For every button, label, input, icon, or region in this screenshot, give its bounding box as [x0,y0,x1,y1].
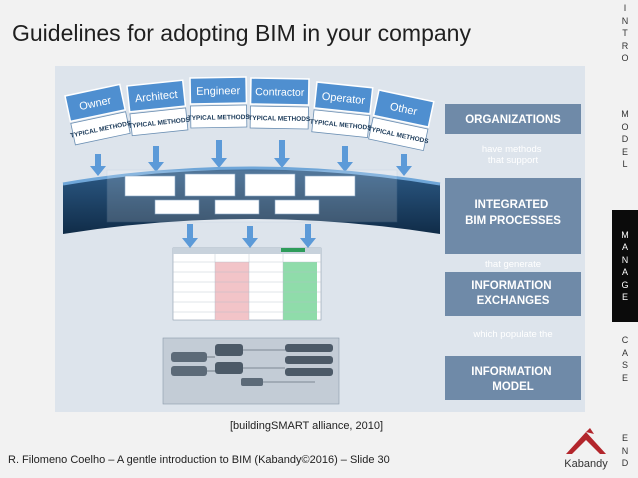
stakeholder-owner: Owner TYPICAL METHODS [64,83,133,146]
exchanges-box [445,272,581,316]
nav-letter: A [621,267,628,277]
typical-methods-label: TYPICAL METHODS [188,114,251,122]
connector-which-populate: which populate the [472,329,552,340]
nav-letter: T [622,28,628,38]
stakeholder-architect: Architect TYPICAL METHODS [126,79,191,137]
slide-footer: R. Filomeno Coelho – A gentle introducti… [8,454,390,466]
right-column: ORGANIZATIONS have methods that support … [445,104,581,400]
nav-letter: E [621,372,628,383]
figure-caption: [buildingSMART alliance, 2010] [230,420,384,432]
kabandy-logo-icon [566,428,606,454]
typical-methods-label: TYPICAL METHODS [248,115,311,123]
nav-letter: E [621,433,628,443]
nav-letter: N [621,445,629,456]
nav-letter: N [621,15,629,26]
stakeholder-contractor: Contractor TYPICAL METHODS [248,77,311,130]
nav-letter: M [621,109,629,119]
processes-label: INTEGRATED BIM PROCESSES [465,199,561,227]
nav-letter: E [621,146,628,157]
connector-have-methods: have methods that support [482,144,544,166]
nav-letter: S [621,360,628,370]
organizations-label: ORGANIZATIONS [465,114,561,126]
nav-letter: O [621,121,629,132]
stakeholder-engineer: Engineer TYPICAL METHODS [188,76,251,129]
connector-that-generate: that generate [485,259,541,270]
nav-letter: L [622,159,628,169]
stakeholder-label: Operator [321,91,366,108]
process-flowchart-thumbnail [106,169,398,223]
stakeholder-label: Contractor [255,86,305,99]
stakeholder-operator: Operator TYPICAL METHODS [309,81,374,139]
nav-letter: D [621,458,629,468]
nav-letter: O [621,53,629,63]
nav-letter: G [621,279,629,290]
model-box [445,356,581,400]
nav-section-end[interactable]: E N D [612,432,638,478]
nav-section-manage[interactable]: M A N A G E [612,210,638,322]
kabandy-logo: Kabandy [560,428,612,474]
nav-letter: R [621,40,629,51]
stakeholder-label: Architect [134,89,178,105]
nav-letter: E [621,292,628,302]
nav-letter: N [621,254,629,265]
processes-box [445,178,581,254]
nav-letter: A [621,347,628,358]
nav-letter: A [621,242,628,252]
nav-section-intro[interactable]: I N T R O [612,2,638,74]
organizations-box [445,104,581,134]
kabandy-wordmark: Kabandy [564,458,608,470]
stakeholder-other: Other TYPICAL METHODS [367,89,435,152]
stakeholder-label: Other [389,101,419,119]
down-arrows-middle [182,224,316,248]
exchange-requirements-table [172,247,322,321]
nav-letter: C [621,335,629,345]
section-nav: I N T R O M O D E L M A N A G E C A S E … [612,0,638,478]
model-label: INFORMATION MODEL [471,366,554,393]
nav-section-model[interactable]: M O D E L [612,108,638,180]
bim-process-diagram: Owner TYPICAL METHODS Architect TYPICAL … [55,66,585,412]
stakeholder-label: Engineer [196,85,241,98]
slide-title: Guidelines for adopting BIM in your comp… [12,20,471,46]
information-model-thumbnail [162,337,340,405]
nav-letter: I [623,3,627,13]
nav-section-case[interactable]: C A S E [612,334,638,394]
nav-letter: M [621,229,629,240]
nav-letter: D [621,134,629,144]
down-arrows-top [90,140,412,176]
exchanges-label: INFORMATION EXCHANGES [471,280,554,307]
